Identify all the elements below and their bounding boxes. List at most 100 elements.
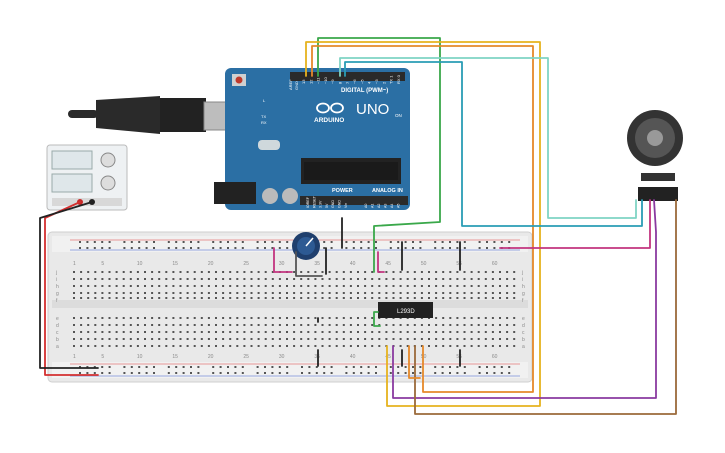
analog-pin-label: A2: [377, 204, 381, 208]
breadboard-hole: [243, 271, 246, 273]
breadboard-hole: [399, 331, 402, 333]
rail-hole: [190, 366, 192, 368]
breadboard-hole: [435, 324, 438, 326]
breadboard-hole: [278, 285, 281, 287]
rail-hole: [397, 241, 400, 243]
rail-hole: [404, 247, 407, 249]
rail-hole: [486, 366, 488, 368]
breadboard-hole: [399, 345, 402, 347]
wire: [317, 37, 441, 273]
breadboard-hole: [243, 292, 246, 294]
breadboard-hole: [307, 271, 310, 273]
breadboard-hole: [477, 331, 480, 333]
rail-hole: [345, 247, 348, 249]
breadboard-hole: [364, 317, 367, 319]
rail-hole: [101, 241, 104, 243]
breadboard-hole: [257, 278, 260, 280]
rail-hole: [367, 366, 370, 368]
arduino-uno-board: ARDUINO UNO DIGITAL (PWM~) POWER ANALOG …: [214, 68, 410, 210]
breadboard-hole: [392, 331, 395, 333]
breadboard-hole: [364, 338, 367, 340]
rail-hole: [167, 241, 170, 243]
breadboard-hole: [399, 292, 402, 294]
breadboard-hole: [435, 297, 438, 299]
breadboard-hole: [513, 338, 516, 340]
breadboard-hole: [200, 271, 203, 273]
breadboard-hole: [506, 331, 509, 333]
rail-hole: [182, 241, 185, 243]
breadboard-hole: [314, 278, 317, 280]
breadboard-hole: [136, 345, 139, 347]
breadboard-hole: [257, 292, 260, 294]
breadboard-hole: [80, 271, 83, 273]
breadboard-hole: [186, 271, 189, 273]
rail-hole: [153, 366, 155, 368]
breadboard-hole: [506, 324, 509, 326]
rail-hole: [360, 366, 363, 368]
rail-hole: [264, 372, 266, 374]
breadboard-hole: [477, 345, 480, 347]
breadboard-hole: [349, 317, 352, 319]
analog-pin-label: A0: [364, 204, 368, 208]
breadboard-hole: [342, 317, 345, 319]
breadboard-hole: [250, 292, 253, 294]
breadboard-hole: [499, 278, 501, 280]
breadboard-hole: [250, 278, 253, 280]
breadboard-row-letter: c: [56, 330, 59, 336]
breadboard-hole: [101, 271, 104, 273]
breadboard-hole: [300, 285, 303, 287]
breadboard-hole: [442, 285, 445, 287]
breadboard-hole: [420, 271, 423, 273]
rail-hole: [79, 247, 81, 249]
breadboard-column-number: 10: [137, 354, 143, 360]
breadboard-hole: [200, 317, 203, 319]
rail-hole: [123, 241, 126, 243]
breadboard-column-number: 25: [243, 261, 249, 267]
rail-hole: [456, 372, 459, 374]
breadboard-hole: [321, 292, 324, 294]
breadboard-hole: [385, 331, 388, 333]
breadboard-hole: [357, 317, 359, 319]
breadboard-hole: [158, 292, 161, 294]
wire: [311, 45, 534, 393]
breadboard-hole: [378, 297, 381, 299]
rail-hole: [375, 241, 377, 243]
rail-hole: [197, 247, 200, 249]
breadboard-column-number: 45: [385, 261, 391, 267]
breadboard-column-number: 1: [73, 261, 76, 267]
breadboard-hole: [420, 297, 423, 299]
breadboard-hole: [172, 324, 175, 326]
breadboard-hole: [115, 297, 118, 299]
breadboard-hole: [271, 292, 274, 294]
breadboard-hole: [165, 324, 168, 326]
breadboard-hole: [136, 324, 139, 326]
digital-pin-label: 4: [367, 81, 372, 84]
wire: [408, 345, 421, 379]
breadboard-hole: [172, 331, 175, 333]
breadboard-hole: [392, 297, 395, 299]
breadboard-hole: [321, 271, 324, 273]
breadboard-hole: [470, 292, 473, 294]
breadboard-hole: [87, 278, 90, 280]
rail-hole: [389, 366, 392, 368]
breadboard-hole: [144, 297, 146, 299]
breadboard-hole: [499, 285, 501, 287]
rail-hole: [375, 366, 377, 368]
breadboard-column-number: 15: [172, 261, 178, 267]
rail-hole: [175, 241, 178, 243]
power-pin-label: RESET: [312, 195, 316, 208]
breadboard-hole: [215, 338, 217, 340]
breadboard-hole: [371, 292, 374, 294]
rail-hole: [375, 372, 377, 374]
breadboard-hole: [236, 278, 239, 280]
breadboard-hole: [257, 345, 260, 347]
breadboard-hole: [328, 292, 331, 294]
rail-hole: [412, 366, 414, 368]
rail-hole: [389, 241, 392, 243]
breadboard-hole: [144, 271, 146, 273]
breadboard-hole: [200, 345, 203, 347]
breadboard-hole: [278, 317, 281, 319]
breadboard-hole: [129, 324, 132, 326]
breadboard-hole: [115, 271, 118, 273]
breadboard-hole: [243, 324, 246, 326]
